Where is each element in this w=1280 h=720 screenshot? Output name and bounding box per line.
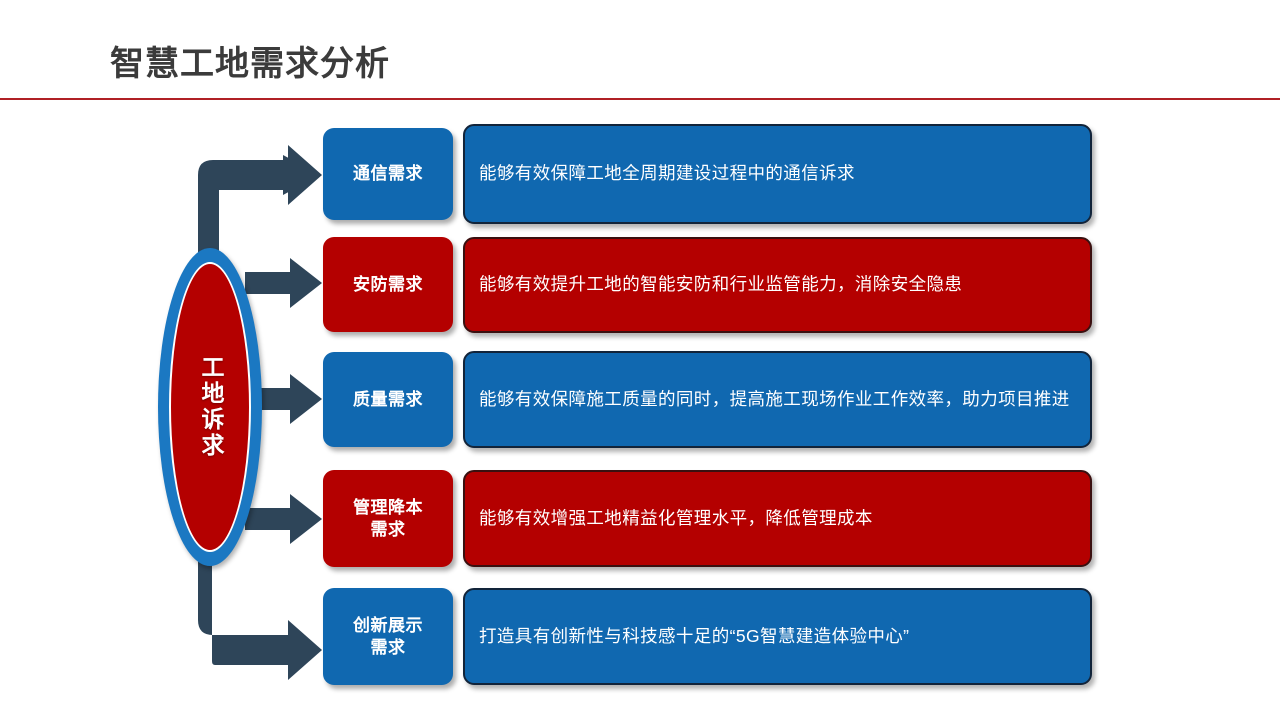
- hub-ellipse[interactable]: 工地诉求: [158, 248, 262, 566]
- arrow-straight-row2: [245, 258, 322, 308]
- title-divider: [0, 98, 1280, 100]
- requirement-desc-4[interactable]: 打造具有创新性与科技感十足的“5G智慧建造体验中心”: [463, 588, 1092, 685]
- requirement-tag-4[interactable]: 创新展示需求: [323, 588, 453, 685]
- requirement-desc-2[interactable]: 能够有效保障施工质量的同时，提高施工现场作业工作效率，助力项目推进: [463, 351, 1092, 448]
- requirement-tag-3[interactable]: 管理降本需求: [323, 470, 453, 567]
- hub-label: 工地诉求: [197, 355, 224, 459]
- requirement-desc-3[interactable]: 能够有效增强工地精益化管理水平，降低管理成本: [463, 470, 1092, 567]
- requirement-tag-2[interactable]: 质量需求: [323, 352, 453, 447]
- page-title: 智慧工地需求分析: [110, 45, 390, 83]
- arrow-straight-row4: [245, 494, 322, 544]
- arrow-straight-row3: [257, 374, 322, 424]
- requirement-desc-1[interactable]: 能够有效提升工地的智能安防和行业监管能力，消除安全隐患: [463, 237, 1092, 333]
- hub-ellipse-inner: 工地诉求: [169, 262, 251, 552]
- requirement-desc-0[interactable]: 能够有效保障工地全周期建设过程中的通信诉求: [463, 124, 1092, 224]
- requirement-tag-1[interactable]: 安防需求: [323, 237, 453, 332]
- requirement-tag-0[interactable]: 通信需求: [323, 128, 453, 220]
